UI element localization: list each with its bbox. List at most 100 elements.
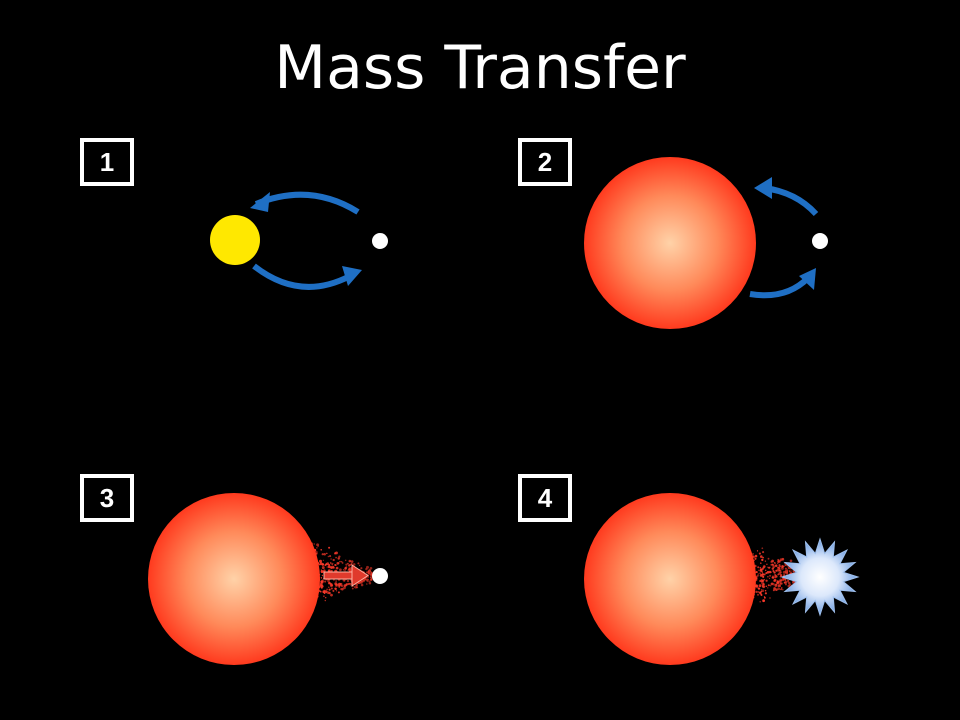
stream-particle [776, 580, 780, 584]
stream-particle [326, 552, 328, 555]
stream-particle [757, 573, 760, 575]
stream-particle [320, 586, 323, 589]
stream-particle [339, 588, 342, 590]
white-dwarf [812, 233, 828, 249]
stream-particle [756, 550, 759, 552]
stream-particle [323, 592, 326, 594]
stream-particle [772, 569, 775, 573]
stream-particle [771, 567, 775, 571]
stream-particle [349, 560, 351, 563]
stream-particle [773, 578, 777, 582]
stream-particle [786, 579, 790, 583]
stream-particle [761, 573, 764, 577]
stream-particle [769, 574, 772, 577]
stream-particle [320, 577, 323, 579]
stream-particle [338, 586, 341, 589]
stream-particle [754, 557, 757, 560]
stream-particle [330, 558, 332, 560]
stream-particle [345, 583, 348, 587]
stream-particle [780, 582, 783, 585]
stream-particle [777, 566, 780, 569]
stream-particle [341, 561, 344, 564]
stream-particle [767, 575, 769, 578]
stream-particle [370, 577, 373, 580]
stream-particle [337, 591, 340, 594]
stream-particle [342, 569, 345, 571]
panel-label-4: 4 [518, 474, 572, 522]
panel-3 [148, 493, 388, 665]
stream-particle [367, 576, 369, 578]
stream-particle [771, 575, 775, 578]
stream-particle [320, 548, 323, 551]
stream-particle [763, 596, 766, 599]
stream-particle [782, 570, 786, 574]
stream-particle [321, 553, 324, 556]
stream-particle [780, 566, 784, 570]
stream-particle [752, 553, 754, 555]
stream-particle [326, 562, 330, 566]
stream-particle [761, 589, 765, 592]
stream-particle [323, 553, 326, 556]
stream-particle [313, 543, 315, 545]
orbit-arrowhead-top [754, 177, 772, 199]
stream-particle [773, 587, 776, 590]
stream-particle [781, 557, 785, 561]
stream-particle [368, 580, 371, 583]
stream-particle [335, 566, 339, 570]
stream-particle [759, 572, 761, 575]
stream-particle [329, 561, 332, 564]
stream-particle [327, 555, 330, 558]
orbit-arrowhead-bottom [799, 268, 816, 290]
orbit-arrow-bottom [252, 263, 352, 290]
stream-particle [339, 560, 341, 563]
stream-particle [337, 557, 340, 560]
stream-particle [328, 586, 330, 588]
panel-label-1: 1 [80, 138, 134, 186]
stream-particle [777, 560, 780, 563]
stream-particle [342, 578, 346, 582]
stream-particle [768, 570, 772, 574]
orbit-arrow-bottom [749, 275, 811, 299]
stream-particle [332, 589, 335, 592]
stream-particle [774, 564, 778, 567]
stream-particle [366, 583, 368, 585]
stream-particle [758, 569, 760, 572]
stream-particle [351, 587, 354, 590]
stream-particle [330, 566, 334, 569]
stream-particle [781, 578, 785, 582]
stream-particle [779, 565, 781, 568]
red-giant-star [584, 493, 756, 665]
stream-particle [766, 570, 770, 574]
stream-particle [761, 567, 764, 571]
panel-label-3: 3 [80, 474, 134, 522]
transfer-arrow [323, 564, 369, 587]
stream-particle [338, 555, 341, 558]
stream-particle [315, 551, 318, 554]
stream-particle [329, 582, 332, 585]
white-dwarf [372, 568, 388, 584]
slide-title: Mass Transfer [274, 33, 686, 103]
nova-burst-icon [780, 537, 860, 617]
stream-particle [329, 555, 332, 558]
stream-particle [344, 559, 347, 562]
stream-particle [328, 588, 331, 591]
stream-particle [355, 583, 358, 587]
stream-particle [762, 599, 765, 603]
stream-particle [343, 586, 346, 590]
stream-particle [324, 580, 327, 583]
stream-particle [335, 551, 338, 555]
stream-particle [765, 585, 768, 587]
stream-particle [767, 584, 770, 587]
stream-particle [763, 579, 765, 581]
stream-particle [326, 588, 328, 591]
stream-particle [779, 568, 781, 570]
stream-particle [766, 563, 768, 566]
stream-particle [360, 581, 363, 584]
stream-particle [347, 562, 349, 565]
stream-particle [761, 558, 764, 562]
stream-particle [321, 566, 325, 570]
stream-particle [791, 570, 793, 572]
stream-particle [362, 579, 365, 583]
stream-particle [365, 571, 368, 574]
stream-particle [324, 564, 327, 567]
